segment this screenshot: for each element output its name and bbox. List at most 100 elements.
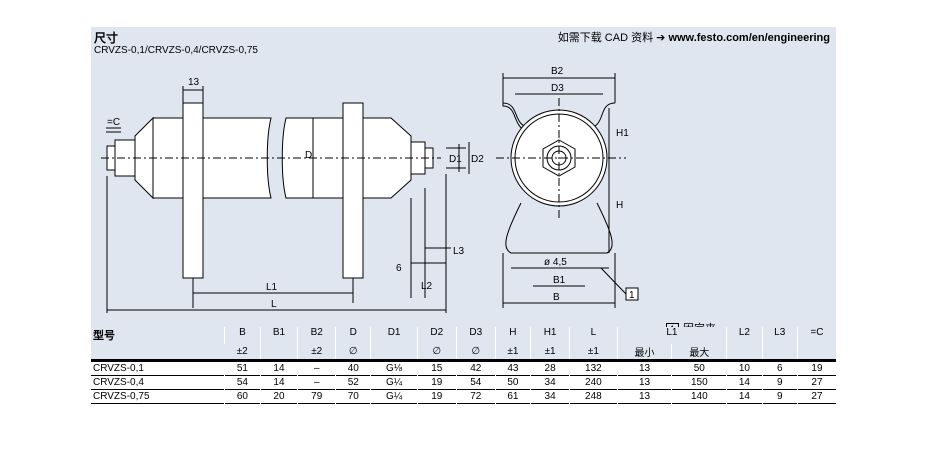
col-b1: B1: [259, 327, 298, 344]
value-cell: 54: [455, 375, 496, 390]
clamp-bottom: [505, 202, 613, 254]
dim-d: D: [305, 150, 312, 161]
value-cell: 50: [671, 360, 727, 376]
value-cell: 19: [416, 389, 457, 404]
dim-13: 13: [188, 77, 200, 88]
cad-download-hint: 如需下载 CAD 资料 ➔ www.festo.com/en/engineeri…: [558, 29, 830, 45]
dim-l1: L1: [266, 282, 278, 293]
value-cell: 132: [569, 360, 618, 376]
value-cell: 79: [297, 389, 336, 404]
value-cell: 60: [224, 389, 261, 404]
tol-b1: [259, 344, 298, 361]
value-cell: 13: [616, 360, 672, 376]
tol-l3: [761, 344, 798, 361]
dim-b2: B2: [551, 66, 564, 77]
col-d2: D2: [416, 327, 457, 344]
value-cell: 14: [726, 389, 763, 404]
value-cell: G¼: [370, 375, 418, 390]
tol-wrench: [796, 344, 836, 361]
type-cell: CRVZS-0,75: [93, 391, 150, 402]
tol-h: ±1: [494, 344, 531, 361]
value-cell: 43: [494, 360, 531, 376]
table-header-row: 型号 B B1 B2 D D1 D2 D3 H H1 L L1 L2 L3 =C: [91, 327, 836, 361]
dimension-drawing: 13 D L1 L D1 D2 L3 6 L2 =C B2 D3 H1 H ø …: [101, 66, 639, 313]
value-cell: 61: [494, 389, 531, 404]
value-cell: –: [297, 360, 336, 376]
tol-l: ±1: [569, 344, 618, 361]
type-cell: CRVZS-0,1: [93, 363, 144, 374]
value-cell: 27: [796, 389, 836, 404]
value-cell: 28: [530, 360, 570, 376]
value-cell: 19: [796, 360, 836, 376]
col-d3: D3: [455, 327, 496, 344]
tol-d: ∅: [335, 344, 371, 361]
tol-d2: ∅: [416, 344, 457, 361]
value-cell: 150: [671, 375, 727, 390]
type-cell: CRVZS-0,4: [93, 377, 144, 388]
col-l: L: [569, 327, 618, 344]
value-cell: 52: [335, 375, 371, 390]
col-l2: L2: [726, 327, 763, 344]
value-cell: 50: [494, 375, 531, 390]
value-cell: 13: [616, 375, 672, 390]
dim-d3: D3: [551, 83, 564, 94]
col-d: D: [335, 327, 371, 344]
datasheet-section: 尺寸 如需下载 CAD 资料 ➔ www.festo.com/en/engine…: [91, 27, 836, 404]
value-cell: 34: [530, 375, 570, 390]
tol-h1: ±1: [530, 344, 570, 361]
dim-d2: D2: [471, 154, 484, 165]
dim-h1: H1: [616, 128, 629, 139]
value-cell: –: [297, 375, 336, 390]
col-h1: H1: [530, 327, 570, 344]
value-cell: 27: [796, 375, 836, 390]
dim-phi45: ø 4,5: [544, 257, 567, 268]
value-cell: 15: [416, 360, 457, 376]
clamp-left: [182, 102, 204, 279]
cad-link[interactable]: www.festo.com/en/engineering: [668, 32, 830, 44]
section-header: 尺寸 如需下载 CAD 资料 ➔ www.festo.com/en/engine…: [91, 27, 836, 58]
value-cell: G⅛: [370, 360, 418, 376]
tol-b2: ±2: [297, 344, 336, 361]
value-cell: 20: [259, 389, 298, 404]
col-l1: L1: [616, 327, 727, 344]
dim-b1: B1: [553, 275, 566, 286]
value-cell: 248: [569, 389, 618, 404]
value-cell: 6: [761, 360, 798, 376]
technical-drawing: 13 D L1 L D1 D2 L3 6 L2 =C B2 D3 H1 H ø …: [91, 58, 836, 341]
clamp-right: [342, 102, 364, 279]
value-cell: 10: [726, 360, 763, 376]
value-cell: 54: [224, 375, 261, 390]
l1-max: 最大: [671, 344, 727, 361]
value-cell: 9: [761, 375, 798, 390]
dim-l3: L3: [453, 246, 465, 257]
value-cell: 72: [455, 389, 496, 404]
dim-l: L: [271, 299, 277, 310]
dim-6: 6: [396, 263, 402, 274]
cad-text: 如需下载 CAD 资料 ➔: [557, 32, 666, 44]
col-b2: B2: [297, 327, 336, 344]
value-cell: 9: [761, 389, 798, 404]
section-title: 尺寸: [94, 31, 119, 45]
value-cell: 14: [259, 375, 298, 390]
value-cell: 42: [455, 360, 496, 376]
dimension-table: 型号 B B1 B2 D D1 D2 D3 H H1 L L1 L2 L3 =C…: [91, 327, 836, 404]
value-cell: 140: [671, 389, 727, 404]
tol-d3: ∅: [455, 344, 496, 361]
value-cell: 34: [530, 389, 570, 404]
value-cell: 240: [569, 375, 618, 390]
value-cell: 40: [335, 360, 371, 376]
tol-b: ±2: [224, 344, 261, 361]
value-cell: 13: [616, 389, 672, 404]
callout-1: 1: [629, 290, 635, 301]
table-subheader-row: ±2 ±2 ∅ ∅ ∅ ±1 ±1 ±1 最小 最大: [91, 344, 836, 361]
col-type: 型号: [91, 327, 225, 361]
value-cell: 70: [335, 389, 371, 404]
value-cell: 51: [224, 360, 261, 376]
dim-d1: D1: [449, 154, 462, 165]
value-cell: 19: [416, 375, 457, 390]
col-l3: L3: [761, 327, 798, 344]
col-h: H: [494, 327, 531, 344]
